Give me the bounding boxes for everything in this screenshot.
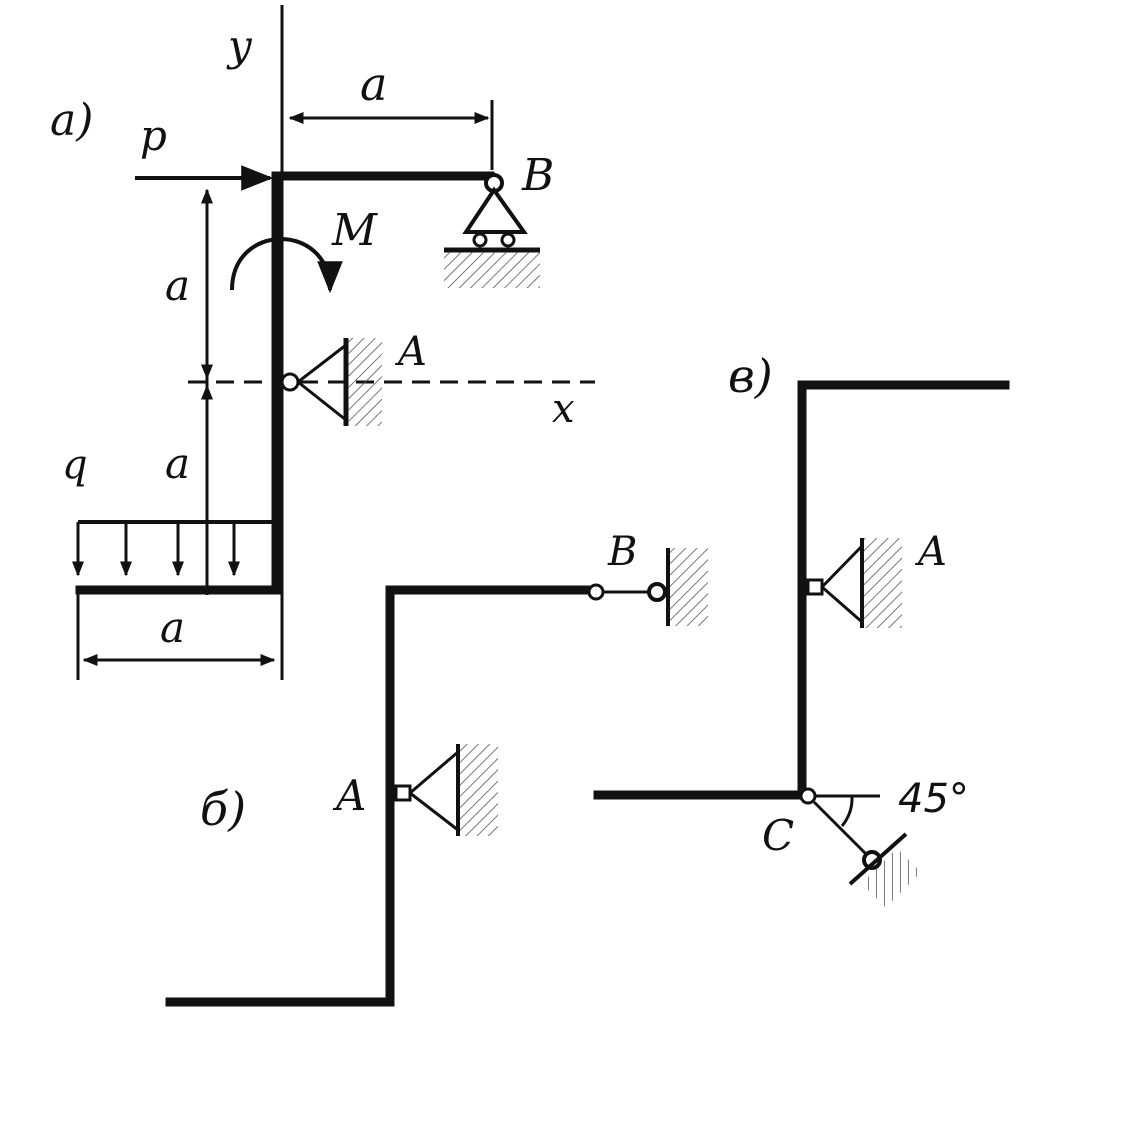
support-a-label: A [394, 329, 427, 375]
dim-left-lower-label: a [165, 439, 190, 488]
diagram-v-support-c-label: C [762, 811, 794, 860]
support-a-pin [280, 338, 382, 426]
support-c-inclined-link [799, 787, 922, 908]
support-a-pin-v [806, 538, 902, 628]
frame-b-member [165, 585, 597, 1007]
dim-left-upper-label: a [165, 261, 190, 310]
y-axis-label: y [226, 21, 253, 70]
angle-45-label: 45° [898, 776, 969, 822]
diagram-v-support-a-label: A [914, 529, 947, 575]
diagram-b: б) B A [165, 529, 708, 1007]
distributed-load-q [72, 520, 276, 577]
diagram-b-support-b-label: B [607, 529, 637, 575]
load-q-label: q [62, 442, 88, 488]
frame-v-member [797, 380, 1010, 800]
diagram-a: a) y p a B M a a [50, 5, 595, 680]
dim-bottom-label: a [160, 603, 185, 652]
diagram-v: в) A 45° C [593, 349, 1010, 908]
x-axis-label: x [552, 386, 575, 432]
diagram-v-label: в) [728, 349, 773, 403]
moment-m-arc [230, 237, 343, 294]
support-b-roller [444, 173, 540, 288]
diagram-a-label: a) [50, 95, 93, 146]
support-b-link [587, 548, 708, 626]
dim-top-label: a [360, 57, 387, 111]
support-a-pin-b [394, 744, 498, 836]
moment-m-label: M [331, 205, 378, 256]
diagram-b-label: б) [200, 782, 246, 836]
support-b-label: B [521, 150, 554, 201]
force-p-label: p [140, 111, 167, 160]
diagram-b-support-a-label: A [332, 771, 366, 820]
